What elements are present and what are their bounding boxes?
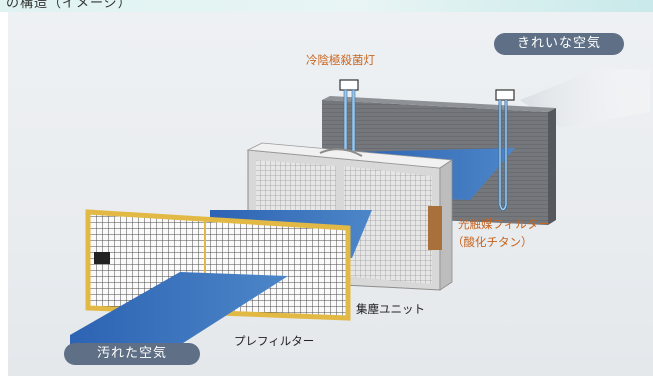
- cold-cathode-lamp-label: 冷陰極殺菌灯: [306, 53, 375, 67]
- clean-air-badge: きれいな空気: [494, 33, 624, 55]
- dirty-air-inflow: [70, 272, 288, 345]
- header-caption: の構造（イメージ）: [6, 0, 132, 11]
- dirty-air-badge: 汚れた空気: [64, 343, 200, 365]
- dust-unit-label: 集塵ユニット: [356, 302, 425, 316]
- header-strip: の構造（イメージ）: [0, 0, 653, 12]
- titanium-oxide-label: （酸化チタン）: [452, 235, 533, 249]
- photocatalyst-filter-label: 光触媒フィルター: [458, 217, 550, 231]
- cold-cathode-lamp: [339, 79, 515, 211]
- pre-filter-label: プレフィルター: [234, 334, 315, 348]
